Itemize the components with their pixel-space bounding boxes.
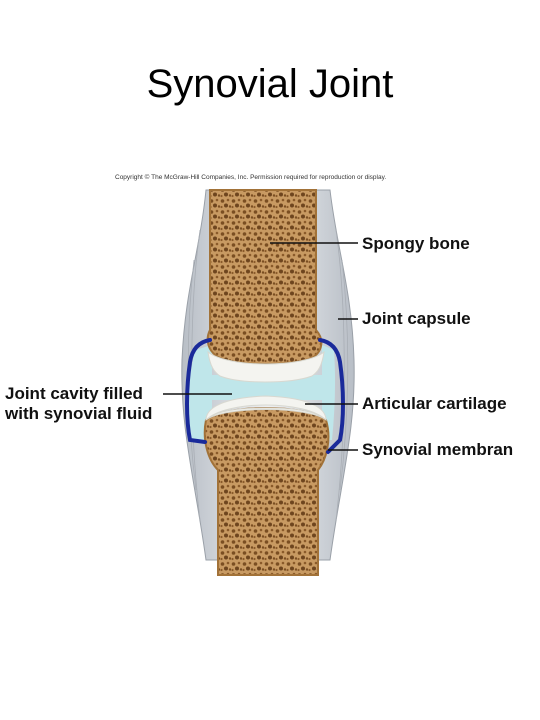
page-title: Synovial Joint bbox=[146, 62, 394, 106]
label-articular-cartilage: Articular cartilage bbox=[362, 394, 507, 413]
copyright-notice: Copyright © The McGraw-Hill Companies, I… bbox=[115, 174, 387, 181]
label-joint-cavity-line1: Joint cavity filled bbox=[5, 384, 143, 403]
lower-bone bbox=[203, 407, 330, 576]
upper-bone bbox=[206, 189, 323, 365]
upper-articular-cartilage bbox=[207, 350, 325, 383]
synovial-fluid-cavity bbox=[187, 345, 336, 440]
synovial-membrane-left bbox=[185, 338, 212, 444]
label-joint-capsule: Joint capsule bbox=[362, 309, 471, 328]
label-synovial-membrane: Synovial membran bbox=[362, 440, 514, 459]
label-spongy-bone: Spongy bone bbox=[362, 234, 470, 253]
synovial-membrane-right bbox=[318, 338, 345, 454]
label-joint-cavity-line2: with synovial fluid bbox=[5, 404, 153, 423]
lower-articular-cartilage bbox=[205, 395, 327, 422]
